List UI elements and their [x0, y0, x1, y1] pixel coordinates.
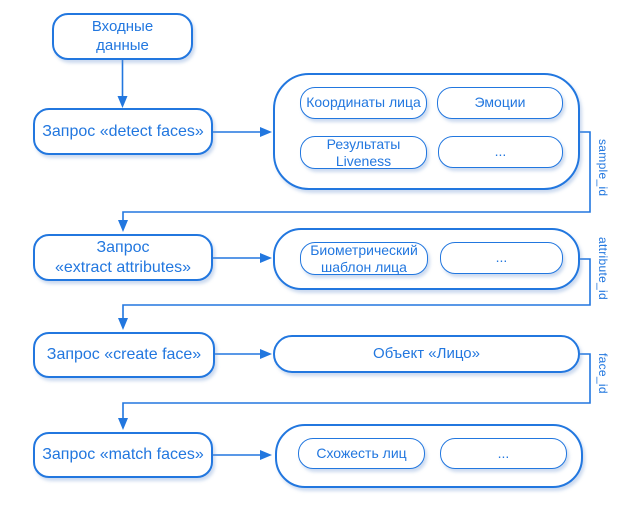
node-face-coordinates: Координаты лица	[300, 87, 427, 119]
arrow-detect-to-results	[213, 127, 272, 137]
node-request-create-face: Запрос «create face»	[33, 332, 215, 378]
connector-sample-id	[118, 131, 591, 232]
arrow-create-to-result	[215, 349, 272, 359]
node-extract-ellipsis: ...	[440, 242, 563, 274]
node-request-match-faces: Запрос «match faces»	[33, 432, 213, 478]
arrow-match-to-results	[213, 450, 272, 460]
connector-attribute-id	[118, 258, 591, 330]
arrow-input-to-detect	[117, 60, 128, 108]
arrow-extract-to-results	[213, 253, 272, 263]
node-liveness-results: Результаты Liveness	[300, 136, 427, 169]
edge-label-sample-id: sample_id	[596, 139, 610, 197]
node-face-object: Объект «Лицо»	[273, 335, 580, 373]
node-match-ellipsis: ...	[440, 438, 567, 469]
node-detect-ellipsis: ...	[438, 136, 563, 168]
node-request-detect-faces: Запрос «detect faces»	[33, 108, 213, 155]
edge-label-attribute-id: attribute_id	[596, 237, 610, 300]
node-biometric-template: Биометрический шаблон лица	[300, 242, 428, 275]
edge-label-face-id: face_id	[596, 353, 610, 394]
node-input-data: Входные данные	[52, 13, 193, 60]
node-request-extract-attributes: Запрос «extract attributes»	[33, 234, 213, 281]
node-emotions: Эмоции	[437, 87, 563, 119]
connector-face-id	[118, 353, 591, 430]
node-face-similarity: Схожесть лиц	[298, 438, 425, 469]
